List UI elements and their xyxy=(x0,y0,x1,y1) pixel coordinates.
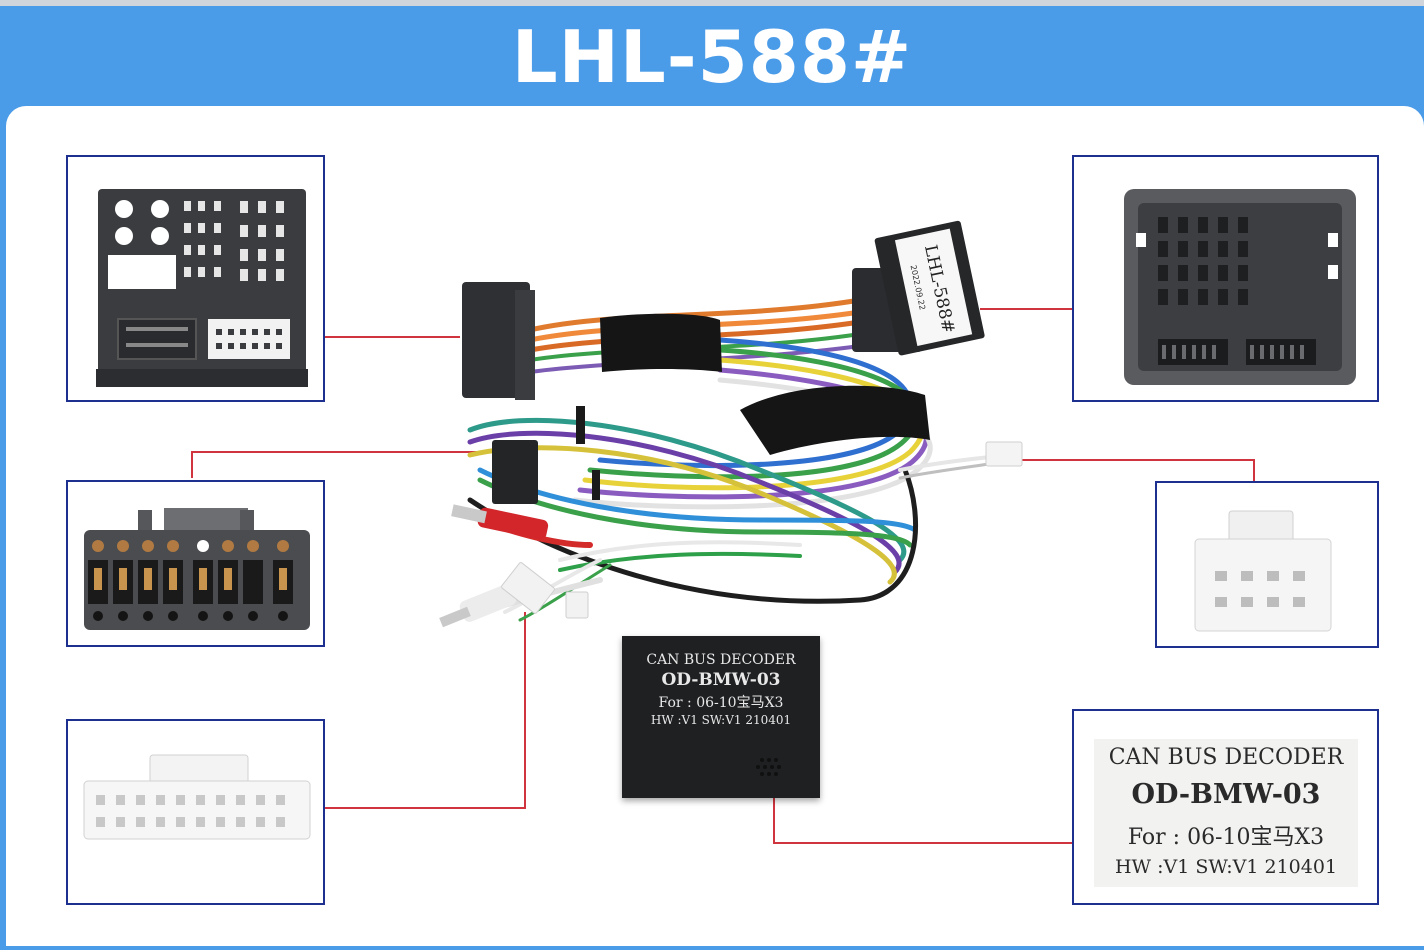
frame-white-8pin xyxy=(1155,481,1379,648)
iso-plug xyxy=(492,440,538,504)
decoder-label-zoom: CAN BUS DECODER OD-BMW-03 For : 06-10宝马X… xyxy=(1094,739,1358,887)
decoder-box: CAN BUS DECODER OD-BMW-03 For : 06-10宝马X… xyxy=(622,636,820,798)
zoom-line-1: CAN BUS DECODER xyxy=(1108,745,1344,770)
decoder-line-1: CAN BUS DECODER xyxy=(646,652,796,668)
leader-line-iso-plug xyxy=(191,451,500,478)
top-strip xyxy=(0,0,1424,6)
zoom-line-4: HW :V1 SW:V1 210401 xyxy=(1114,856,1338,878)
decoder-line-2: OD-BMW-03 xyxy=(661,670,781,690)
zoom-line-3: For : 06-10宝马X3 xyxy=(1127,825,1325,850)
decoder-line-4: HW :V1 SW:V1 210401 xyxy=(650,713,792,727)
white-plug xyxy=(501,562,555,614)
zoom-line-2: OD-BMW-03 xyxy=(1131,779,1321,810)
frame-white-20pin xyxy=(66,719,325,905)
harness-tag xyxy=(894,228,973,346)
quadlock-connector-image xyxy=(96,189,308,387)
frame-decoder-label: CAN BUS DECODER OD-BMW-03 For : 06-10宝马X… xyxy=(1072,709,1379,905)
frame-quadlock-connector xyxy=(66,155,325,402)
frame-iso-plug xyxy=(66,480,325,647)
harness-plug-image xyxy=(1124,189,1356,385)
leader-line-20pin xyxy=(325,612,526,809)
iso-plug-image xyxy=(84,508,310,630)
white-8pin-image xyxy=(1194,510,1332,632)
white-plug xyxy=(985,441,1023,467)
speaker-grille xyxy=(756,758,781,776)
sleeve-wrap xyxy=(740,385,930,455)
frame-harness-plug xyxy=(1072,155,1379,402)
leader-line-decoder xyxy=(773,798,1074,844)
leader-lines xyxy=(191,308,1255,844)
quadlock-plug xyxy=(462,282,530,398)
decoder-line-3: For : 06-10宝马X3 xyxy=(658,695,784,711)
white-20pin-image xyxy=(83,754,311,840)
rca-red-plug xyxy=(451,504,549,540)
leader-line-small-white xyxy=(1010,459,1255,482)
product-title: LHL-588# xyxy=(511,15,913,99)
rca-white-plug xyxy=(439,584,517,628)
sleeve-wrap xyxy=(600,313,722,372)
white-plug xyxy=(565,591,589,619)
